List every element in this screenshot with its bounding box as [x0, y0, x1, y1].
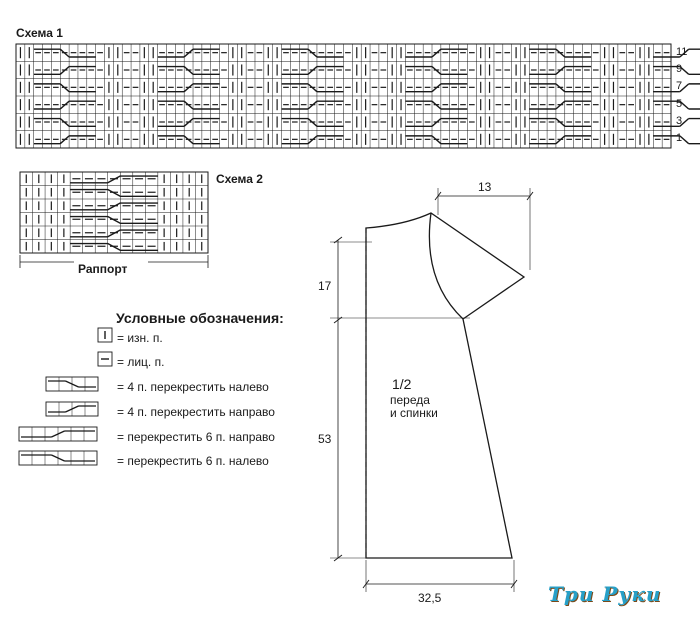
scheme-1-cable-line [307, 118, 318, 127]
scheme-1-cable-line [679, 83, 690, 93]
legend-title: Условные обозначения: [116, 310, 284, 326]
dim-armhole: 17 [318, 279, 332, 293]
row-number: 5 [676, 97, 683, 110]
scheme-1-cable-line [59, 135, 70, 145]
legend-item-purl: = изн. п. [117, 331, 163, 345]
pattern-label-line-2: переда [390, 393, 430, 407]
cross-4-right-symbol-icon [65, 405, 79, 413]
dim-bottom-width: 32,5 [418, 591, 442, 605]
scheme-2-cable-line [107, 229, 121, 238]
scheme-1-cable-line [307, 48, 318, 58]
scheme-1-cable-line [555, 83, 566, 93]
scheme-1-cable-line [431, 66, 442, 75]
scheme-1-cable-line [59, 100, 70, 110]
legend-item-cross-4-right: = 4 п. перекрестить направо [117, 405, 275, 419]
row-number: 7 [676, 80, 683, 93]
dim-tick [333, 236, 343, 244]
scheme-1-cable-line [555, 48, 566, 58]
pattern-label-line-3: и спинки [390, 406, 438, 420]
scheme-1-cable-line [183, 100, 194, 110]
purl-symbol-icon [97, 327, 113, 343]
scheme-1-cable-line [431, 48, 442, 58]
cross-6-left-symbol-icon [51, 454, 65, 462]
dim-tick [510, 579, 518, 589]
scheme-2-cable-line [107, 202, 121, 211]
row-number: 1 [676, 132, 683, 145]
watermark-logo: Три Руки [548, 582, 662, 606]
dim-tick [333, 316, 343, 324]
cross-4-left-symbol-icon [65, 380, 79, 388]
dim-shoulder: 13 [478, 180, 492, 194]
row-number: 9 [676, 63, 683, 75]
scheme-1-cable-line [307, 66, 318, 75]
repeat-label: Раппорт [78, 262, 128, 276]
scheme-1-cable-line [183, 118, 194, 127]
scheme-1-cable-line [431, 118, 442, 127]
scheme-1-title: Схема 1 [16, 26, 63, 40]
scheme-1-cable-line [679, 118, 690, 127]
scheme-1-cable-line [431, 100, 442, 110]
scheme-1-cable-line [431, 83, 442, 93]
garment-outline [365, 212, 526, 559]
scheme-1-cable-line [555, 135, 566, 145]
scheme-1-cable-line [183, 66, 194, 75]
scheme-1-cable-line [307, 100, 318, 110]
scheme-1-cable-line [679, 135, 690, 145]
scheme-1-cable-line [183, 83, 194, 93]
dim-body-length: 53 [318, 432, 332, 446]
scheme-1-cable-line [183, 135, 194, 145]
legend-item-cross-4-left: = 4 п. перекрестить налево [117, 380, 269, 394]
scheme-1-cable-line [555, 118, 566, 127]
scheme-1-cable-line [679, 48, 690, 58]
scheme-1-cable-line [59, 118, 70, 127]
scheme-1-cable-line [679, 66, 690, 75]
cross-6-right-symbol-icon [51, 430, 65, 438]
legend-item-cross-6-right: = перекрестить 6 п. направо [117, 430, 275, 444]
scheme-1-cable-line [307, 83, 318, 93]
scheme-2-cable-line [107, 188, 121, 197]
armhole-curve [428, 212, 464, 320]
scheme-1-cable-line [59, 48, 70, 58]
scheme-1-cable-line [307, 135, 318, 145]
row-number: 11 [676, 45, 688, 58]
scheme-2-cable-line [107, 215, 121, 224]
scheme-2-cable-line [107, 175, 121, 184]
pattern-label-line-1: 1/2 [392, 376, 412, 392]
legend-item-cross-6-left: = перекрестить 6 п. налево [117, 454, 269, 468]
row-number: 3 [676, 115, 683, 127]
knit-symbol-icon [97, 351, 113, 367]
scheme-1-cable-line [555, 100, 566, 110]
dim-tick [362, 579, 370, 589]
scheme-1-cable-line [431, 135, 442, 145]
scheme-1-cable-line [679, 100, 690, 110]
scheme-2-cable-line [107, 242, 121, 251]
scheme-1-cable-line [59, 66, 70, 75]
dim-tick [434, 191, 442, 201]
dim-tick [526, 191, 534, 201]
scheme-2-title: Схема 2 [216, 172, 263, 186]
dim-tick [333, 554, 343, 562]
legend-item-knit: = лиц. п. [117, 355, 165, 369]
scheme-1-cable-line [59, 83, 70, 93]
scheme-1-cable-line [183, 48, 194, 58]
scheme-1-cable-line [555, 66, 566, 75]
